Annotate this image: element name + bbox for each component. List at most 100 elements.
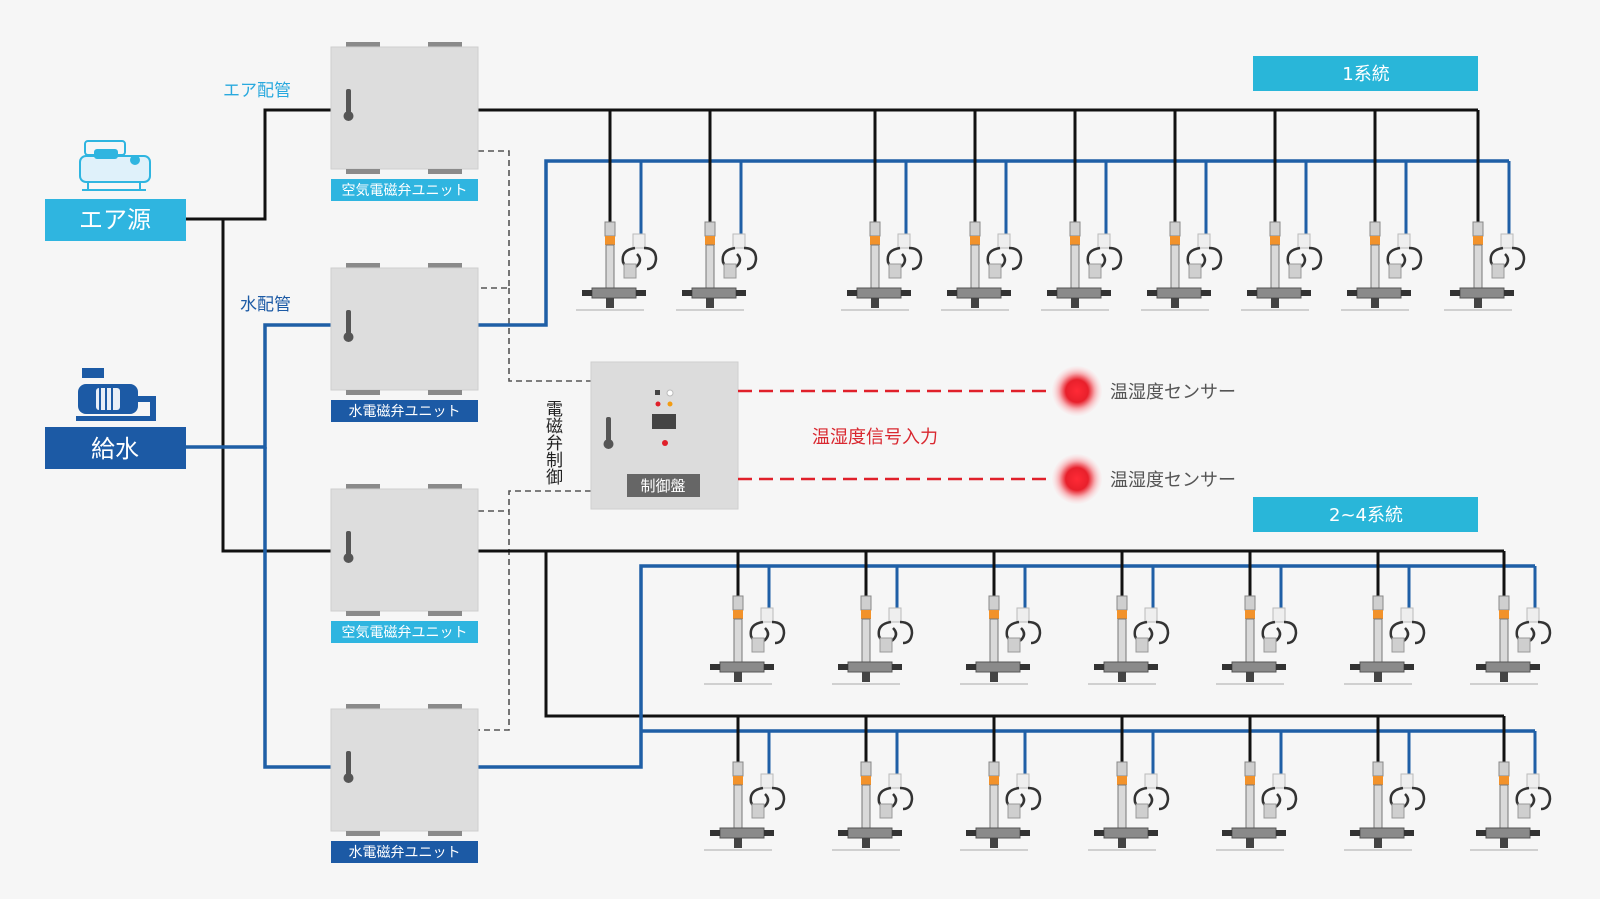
nozzle-part: [892, 664, 902, 670]
solenoid-control-label: 電磁弁制御: [542, 400, 563, 485]
water-solenoid-unit: 水電磁弁ユニット: [330, 704, 479, 863]
nozzle: [832, 551, 914, 685]
hose-icon: [908, 246, 923, 271]
nozzle-part: [1404, 664, 1414, 670]
nozzle-body: [861, 618, 871, 664]
handle-icon: [346, 751, 351, 775]
nozzle-part: [1135, 803, 1149, 819]
nozzle-part: [1276, 830, 1286, 836]
hose-icon: [899, 786, 914, 811]
nozzle-part: [871, 298, 879, 308]
nozzle: [960, 716, 1042, 851]
nozzle-orange-ring: [1117, 610, 1127, 619]
nozzle-manifold: [847, 661, 893, 673]
nozzle-part: [1500, 672, 1508, 682]
handle-icon: [343, 332, 354, 342]
nozzle-orange-ring: [1245, 610, 1255, 619]
nozzle-manifold: [1485, 827, 1531, 839]
nozzle-body: [970, 244, 980, 290]
hose-icon: [743, 246, 758, 271]
nozzle: [1088, 716, 1170, 851]
compressor-icon: [79, 140, 151, 191]
nozzle: [1216, 716, 1298, 851]
nozzle-part: [990, 672, 998, 682]
unit-label: 水電磁弁ユニット: [349, 404, 461, 420]
nozzle: [1444, 110, 1526, 311]
nozzle-part: [1148, 830, 1158, 836]
nozzle-manifold: [591, 287, 637, 299]
nozzle-part: [1171, 298, 1179, 308]
nozzle-manifold: [719, 827, 765, 839]
nozzle-part: [606, 298, 614, 308]
hose-icon: [1283, 786, 1298, 811]
nozzle-part: [632, 233, 646, 249]
unit-label: 空気電磁弁ユニット: [342, 183, 468, 199]
unit-flange: [428, 169, 462, 174]
nozzle-part: [888, 773, 902, 789]
nozzle-base: [841, 309, 909, 311]
nozzle-orange-ring: [705, 236, 715, 245]
control-line: [508, 288, 591, 382]
nozzle-part: [1101, 290, 1111, 296]
control-line: [478, 150, 510, 289]
panel-handle-icon: [603, 417, 614, 449]
nozzle: [1141, 110, 1223, 311]
nozzle-part: [1276, 664, 1286, 670]
nozzle-part: [838, 664, 848, 670]
nozzle-orange-ring: [733, 610, 743, 619]
hose-icon: [1411, 620, 1426, 645]
nozzle-part: [1246, 838, 1254, 848]
sensor-icon: [1052, 366, 1102, 416]
display-screen: [652, 414, 676, 429]
hose-icon: [1537, 786, 1552, 811]
air-solenoid-unit: 空気電磁弁ユニット: [330, 484, 479, 643]
nozzle-part: [723, 263, 737, 279]
nozzle-part: [1476, 664, 1486, 670]
water-pipe: [478, 564, 1535, 769]
nozzle-body: [1117, 784, 1127, 830]
nozzle: [1470, 716, 1552, 851]
nozzle-part: [1372, 595, 1384, 611]
panel-label: 制御盤: [640, 477, 685, 495]
unit-flange: [346, 484, 380, 490]
nozzle-orange-ring: [861, 610, 871, 619]
nozzle-part: [1500, 838, 1508, 848]
nozzle-part: [636, 290, 646, 296]
nozzle-part: [1144, 773, 1158, 789]
nozzle-part: [1297, 233, 1311, 249]
nozzle-orange-ring: [989, 776, 999, 785]
nozzle-base: [1088, 683, 1156, 685]
nozzle-part: [879, 637, 893, 653]
water-solenoid-unit: 水電磁弁ユニット: [330, 263, 479, 422]
nozzle-part: [706, 298, 714, 308]
nozzle-body: [1170, 244, 1180, 290]
nozzle-part: [764, 830, 774, 836]
nozzle-part: [1374, 672, 1382, 682]
nozzle-orange-ring: [1499, 776, 1509, 785]
nozzle: [576, 110, 658, 311]
nozzle-manifold: [975, 661, 1021, 673]
air-source-box: [45, 199, 186, 241]
nozzle-base: [704, 683, 772, 685]
nozzle-orange-ring: [1373, 776, 1383, 785]
sensor-label: 温湿度センサー: [1110, 382, 1236, 403]
nozzle-base: [1088, 849, 1156, 851]
control-panel: 制御盤: [590, 361, 739, 510]
nozzle-part: [1530, 830, 1540, 836]
nozzle-part: [760, 773, 774, 789]
nozzle-orange-ring: [970, 236, 980, 245]
hose-icon: [1537, 620, 1552, 645]
nozzle-part: [1400, 607, 1414, 623]
unit-flange: [346, 263, 380, 269]
nozzle-body: [1070, 244, 1080, 290]
nozzle-body: [1373, 618, 1383, 664]
hose-icon: [1208, 246, 1223, 271]
nozzle-body: [605, 244, 615, 290]
nozzle-part: [1504, 290, 1514, 296]
nozzle-base: [704, 849, 772, 851]
nozzle-part: [897, 233, 911, 249]
unit-label-box: [331, 179, 478, 201]
hose-icon: [1155, 620, 1170, 645]
hose-icon: [1411, 786, 1426, 811]
